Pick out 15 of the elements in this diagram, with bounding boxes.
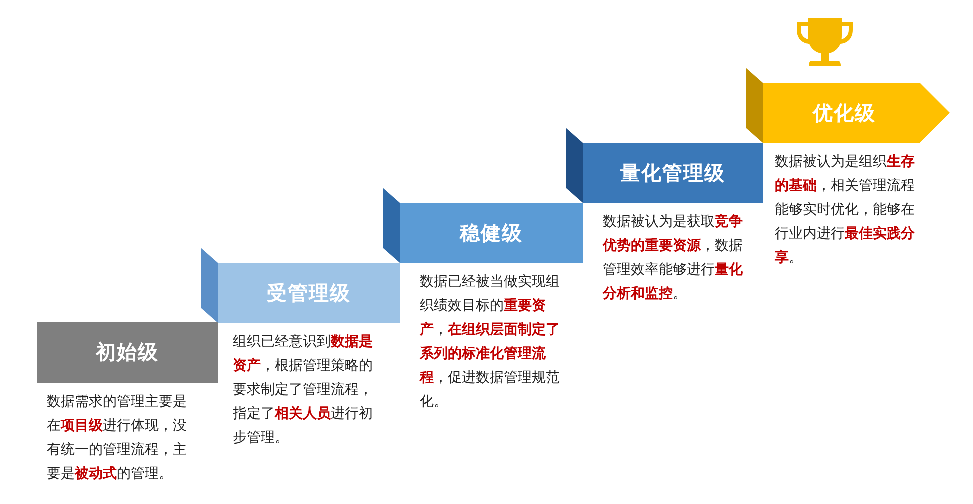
step-title: 量化管理级 <box>620 160 726 186</box>
step-title: 初始级 <box>96 339 159 366</box>
description-text: 数据被认为是组织生存的基础，相关管理流程能够实时优化，能够在行业内进行最佳实践分享。 <box>775 153 916 268</box>
step-box <box>400 203 583 263</box>
step-box <box>583 143 763 203</box>
step-title: 优化级 <box>813 100 876 126</box>
step-title: 受管理级 <box>267 280 351 306</box>
step-box <box>218 263 400 323</box>
step-title: 稳健级 <box>460 220 523 246</box>
description-text: 组织已经意识到数据是资产，根据管理策略的要求制定了管理流程，指定了相关人员进行初步管理。 <box>233 333 374 448</box>
description-text: 数据已经被当做实现组织绩效目标的重要资产，在组织层面制定了系列的标准化管理流程，促进数据管理规范化。 <box>420 273 561 412</box>
description-text: 数据被认为是获取竞争优势的重要资源，数据管理效率能够进行量化分析和监控。 <box>603 212 744 304</box>
description-text: 数据需求的管理主要是在项目级进行体现，没有统一的管理流程，主要是被动式的管理。 <box>47 393 188 484</box>
arrow-banner <box>763 83 950 143</box>
step-box <box>37 322 218 383</box>
